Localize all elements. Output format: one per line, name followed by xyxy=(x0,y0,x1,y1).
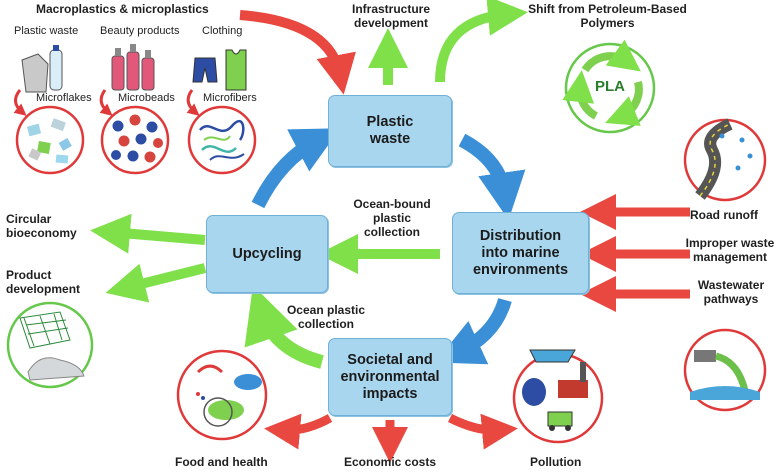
circular-bioeconomy-label: Circular bioeconomy xyxy=(6,212,77,240)
distribution-box-label: Distribution into marine environments xyxy=(472,227,569,278)
cycle-arrow-distribution-to-impacts xyxy=(435,297,512,365)
arrow-to-food-health xyxy=(264,413,333,450)
arrow-to-microbeads xyxy=(99,89,113,116)
microfibers-circle xyxy=(187,105,257,175)
cycle-arrow-waste-to-distribution xyxy=(458,133,526,220)
upcycling-box-label: Upcycling xyxy=(232,245,302,262)
pollution-icon xyxy=(512,349,604,444)
clothing-icon xyxy=(192,49,247,91)
wastewater-label: Wastewater pathways xyxy=(697,278,765,306)
arrow-to-circular-bioeconomy xyxy=(90,213,206,254)
road-runoff-label: Road runoff xyxy=(690,208,758,222)
microbeads-label: Microbeads xyxy=(118,92,175,104)
macroplastics-title: Macroplastics & microplastics xyxy=(36,2,209,16)
plastic-waste-source-label: Plastic waste xyxy=(14,25,79,37)
wastewater-pathways-icon xyxy=(683,328,767,412)
distribution-box: Distribution into marine environments xyxy=(452,212,589,294)
pla-label: PLA xyxy=(595,78,625,95)
improper-waste-label: Improper waste management xyxy=(685,236,775,264)
societal-impacts-box: Societal and environmental impacts xyxy=(328,338,452,416)
arrow-to-product-development xyxy=(105,263,207,303)
arrow-to-microflakes xyxy=(13,89,27,116)
plastic-waste-box: Plastic waste xyxy=(328,95,452,167)
ocean-plastic-label: Ocean plastic collection xyxy=(286,303,366,331)
microbeads-circle xyxy=(100,105,170,175)
arrow-to-petroleum-shift xyxy=(435,0,528,83)
cycle-arrow-upcycling-to-waste xyxy=(251,128,341,209)
petroleum-shift-label: Shift from Petroleum-Based Polymers xyxy=(528,2,687,30)
infrastructure-label: Infrastructure development xyxy=(351,2,431,30)
food-health-label: Food and health xyxy=(175,455,268,469)
upcycling-box: Upcycling xyxy=(206,215,328,293)
economic-costs-label: Economic costs xyxy=(344,455,437,469)
clothing-label: Clothing xyxy=(202,25,243,37)
arrow-macroplastics-to-waste xyxy=(239,10,356,95)
microflakes-label: Microflakes xyxy=(36,92,92,104)
plastic-waste-icon xyxy=(21,45,63,93)
product-development-icon xyxy=(6,301,94,389)
product-development-label: Product development xyxy=(6,268,81,296)
plastic-waste-box-label: Plastic waste xyxy=(366,114,414,147)
road-runoff-icon xyxy=(683,118,767,202)
beauty-products-label: Beauty products xyxy=(100,25,180,37)
societal-impacts-box-label: Societal and environmental impacts xyxy=(340,351,440,402)
arrow-to-pollution xyxy=(447,413,518,450)
arrow-ocean-plastic-collection xyxy=(244,285,324,369)
food-health-icon xyxy=(176,349,268,441)
arrow-to-microfibers xyxy=(186,89,200,116)
ocean-bound-label: Ocean-bound plastic collection xyxy=(353,197,431,239)
pla-recycle-icon xyxy=(562,39,656,134)
beauty-products-icon xyxy=(111,44,155,91)
pollution-label: Pollution xyxy=(530,455,582,469)
microflakes-circle xyxy=(15,105,85,175)
microfibers-label: Microfibers xyxy=(203,92,257,104)
